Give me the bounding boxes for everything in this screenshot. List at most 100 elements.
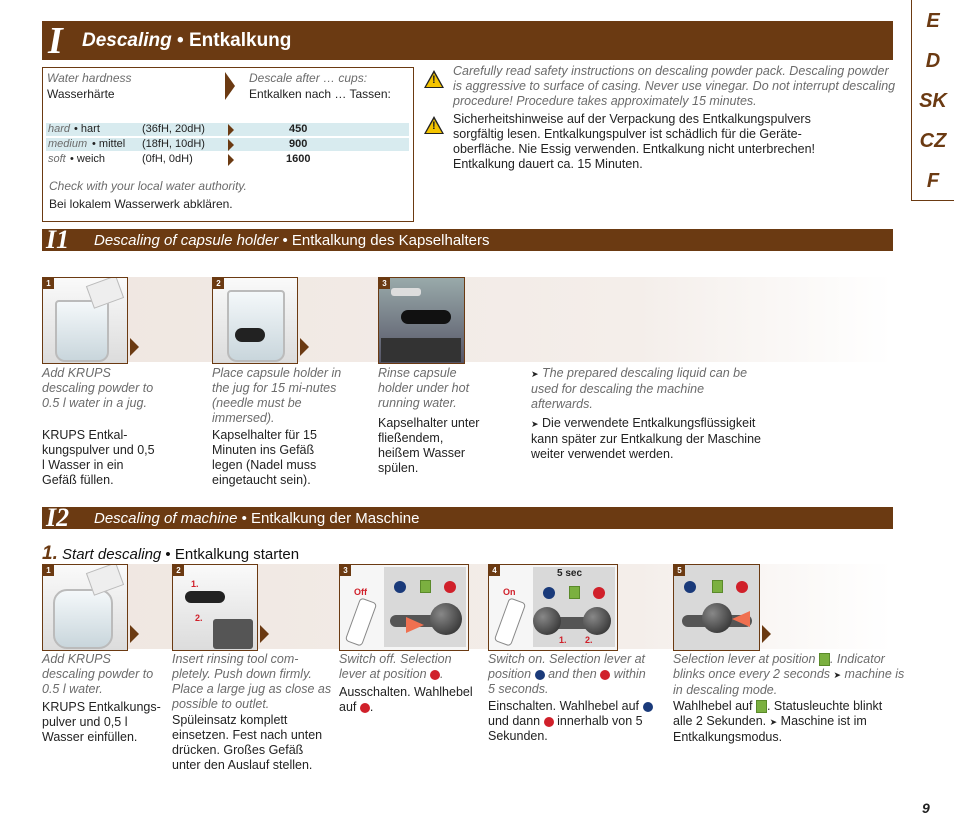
- section-header-bar: I Descaling • Entkalkung: [42, 20, 893, 62]
- warning-icon: !: [424, 70, 444, 88]
- hardness-col2-de: Entkalken nach … Tassen:: [249, 87, 391, 101]
- row-arrow-icon: [228, 154, 234, 166]
- position-blue-icon: [394, 581, 406, 593]
- step-arrow-icon: [762, 625, 771, 643]
- position-blue-icon: [543, 587, 555, 599]
- position-red-icon: [359, 702, 370, 713]
- hardness-check-de: Bei lokalem Wasserwerk abklären.: [49, 197, 233, 211]
- i1-step1-text-de: KRUPS Entkal-kungspulver und 0,5 l Wasse…: [42, 428, 155, 487]
- position-red-icon: [736, 581, 748, 593]
- position-red-icon: [444, 581, 456, 593]
- i2-step1-photo: 1: [42, 564, 128, 651]
- pointer-icon: ➤: [531, 369, 539, 379]
- position-red-icon: [593, 587, 605, 599]
- powder-sachet-image: [85, 278, 125, 309]
- position-red-icon: [543, 716, 554, 727]
- hardness-divider: [225, 72, 235, 100]
- step-arrow-icon: [130, 338, 139, 356]
- start-descaling-heading: 1. Start descaling • Entkalkung starten: [42, 543, 300, 564]
- hardness-check-en: Check with your local water authority.: [49, 179, 247, 193]
- i2-step5-photo: 5: [673, 564, 760, 651]
- i2-step1-text-en: Add KRUPS descaling powder to 0.5 l wate…: [42, 652, 154, 696]
- i2-step1-text-de: KRUPS Entkalkungs-pulver und 0,5 l Wasse…: [42, 700, 161, 744]
- step-arrow-icon: [260, 625, 269, 643]
- subsection-i2-title: Descaling of machine • Entkalkung der Ma…: [94, 510, 420, 527]
- page-number: 9: [922, 800, 930, 816]
- faucet-image: [391, 288, 421, 296]
- step-arrow-icon: [300, 338, 309, 356]
- position-green-icon: [755, 700, 767, 714]
- pointer-icon: ➤: [531, 419, 539, 429]
- rinsing-tool-image: [185, 591, 225, 603]
- i1-step1-photo: 1: [42, 277, 128, 364]
- section-roman-numeral: I: [48, 20, 63, 62]
- i1-step3-photo: 3: [378, 277, 465, 364]
- selection-knob-image: [702, 603, 732, 633]
- powder-sachet-image: [85, 565, 125, 596]
- selection-knob-image: [430, 603, 462, 635]
- power-switch-icon: [344, 597, 378, 647]
- orange-arrow-icon: [732, 611, 750, 627]
- row-arrow-icon: [228, 124, 234, 136]
- i1-note-en: ➤ The prepared descaling liquid can be u…: [531, 366, 748, 411]
- subsection-i1-title: Descaling of capsule holder • Entkalkung…: [94, 232, 490, 249]
- hardness-row-medium: medium • mittel (18fH, 10dH) 900: [46, 138, 409, 151]
- water-tank-image: [53, 589, 113, 649]
- on-label: On: [503, 587, 516, 597]
- i2-step4-text-en: Switch on. Selection lever at position a…: [488, 652, 646, 696]
- capsule-holder-image: [235, 328, 265, 342]
- position-green-icon: [420, 580, 431, 593]
- i1-step2-photo: 2: [212, 277, 298, 364]
- capsule-holder-image: [401, 310, 451, 324]
- subsection-i2-code: I2: [46, 503, 70, 532]
- hardness-col2-en: Descale after … cups:: [249, 71, 368, 85]
- i2-step4-photo: 4 On 5 sec 1. 2.: [488, 564, 618, 651]
- jug-image: [55, 300, 109, 362]
- lang-tab-f[interactable]: F: [926, 170, 940, 192]
- i1-step3-text-en: Rinse capsule holder under hot running w…: [378, 366, 470, 410]
- row-arrow-icon: [228, 139, 234, 151]
- i2-step4-text-de: Einschalten. Wahlhebel auf und dann inne…: [488, 699, 658, 744]
- subsection-i1-bar: I1 Descaling of capsule holder • Entkalk…: [42, 225, 893, 254]
- selection-knob-image: [533, 607, 561, 635]
- i1-step-strip: [42, 277, 892, 362]
- jug-image: [227, 290, 285, 362]
- i2-step5-text-en: Selection lever at position . Indicator …: [673, 652, 905, 697]
- lang-tab-cz[interactable]: CZ: [919, 130, 947, 152]
- step-marker-2: 2.: [195, 613, 203, 623]
- position-green-icon: [818, 653, 830, 667]
- position-red-icon: [600, 669, 611, 680]
- i1-step3-text-de: Kapselhalter unter fließendem, heißem Wa…: [378, 416, 480, 475]
- lang-tab-e[interactable]: E: [926, 10, 940, 32]
- warning-text-de: Sicherheitshinweise auf der Verpackung d…: [453, 112, 816, 171]
- sink-image: [381, 338, 461, 362]
- section-title: Descaling • Entkalkung: [82, 30, 292, 51]
- five-seconds-label: 5 sec: [557, 568, 583, 579]
- i2-step5-text-de: Wahlhebel auf . Statusleuchte blinkt all…: [673, 699, 883, 744]
- i2-step3-text-en: Switch off. Selection lever at position …: [339, 652, 452, 681]
- water-hardness-table: Water hardness Wasserhärte Descale after…: [42, 67, 414, 222]
- i1-step2-text-de: Kapselhalter für 15 Minuten ins Gefäß le…: [212, 428, 317, 487]
- position-blue-icon: [534, 669, 545, 680]
- position-red-icon: [430, 669, 441, 680]
- position-blue-icon: [684, 581, 696, 593]
- i1-step2-text-en: Place capsule holder in the jug for 15 m…: [212, 366, 342, 425]
- position-green-icon: [569, 586, 580, 599]
- i2-step2-photo: 2 1. 2.: [172, 564, 258, 651]
- subsection-i1-code: I1: [46, 225, 70, 254]
- hardness-col1-de: Wasserhärte: [47, 87, 115, 101]
- lang-tab-d[interactable]: D: [925, 50, 941, 72]
- hardness-row-soft: soft • weich (0fH, 0dH) 1600: [46, 153, 409, 166]
- pointer-icon: ➤: [833, 670, 842, 680]
- lang-tab-sk[interactable]: SK: [919, 90, 947, 112]
- selection-knob-image: [583, 607, 611, 635]
- i2-step3-text-de: Ausschalten. Wahlhebel auf .: [339, 685, 473, 714]
- subsection-i2-bar: I2 Descaling of machine • Entkalkung der…: [42, 503, 893, 532]
- i1-note-de: ➤ Die verwendete Entkalkungsflüssigkeit …: [531, 416, 761, 461]
- i1-step1-text-en: Add KRUPS descaling powder to 0.5 l wate…: [42, 366, 154, 410]
- i2-step3-photo: 3 Off: [339, 564, 469, 651]
- position-blue-icon: [642, 701, 653, 712]
- i2-step2-text-de: Spüleinsatz komplett einsetzen. Fest nac…: [172, 713, 323, 772]
- off-label: Off: [354, 587, 367, 597]
- i2-step2-text-en: Insert rinsing tool com-pletely. Push do…: [172, 652, 332, 711]
